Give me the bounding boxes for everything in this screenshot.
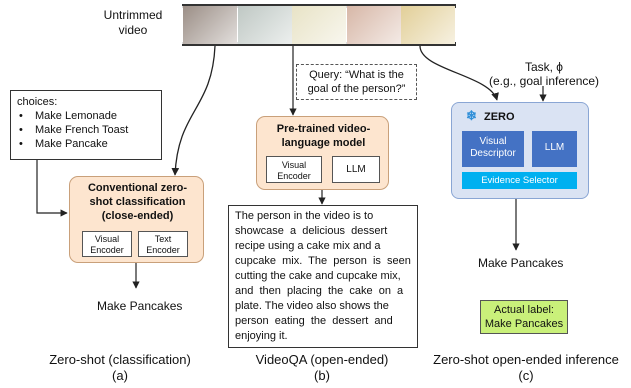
llm-box-c: LLM [532,131,577,167]
caption-b: VideoQA (open-ended) (b) [255,352,389,383]
video-language-model-box: Pre-trained video- language model Visual… [256,116,389,190]
answer-line: enjoying it. [235,330,288,342]
answer-line: cupcake mix. The person is seen [235,255,411,267]
answer-line: person eating the dessert and [235,315,393,327]
person-cooking-image [183,6,237,44]
answer-line: showcase a delicious dessert [235,225,388,237]
zero-title: ❄ ZERO [466,108,515,124]
arrow-video-to-zero [419,45,499,101]
caption-c: Zero-shot open-ended inference (c) [433,352,619,383]
snowflake-icon: ❄ [466,108,477,123]
zero-framework-box: ❄ ZERO Visual Descriptor LLM Evidence Se… [451,102,589,199]
visual-encoder-box-b: Visual Encoder [266,156,322,183]
video-label: Untrimmed video [103,8,163,37]
task-label: Task, ϕ (e.g., goal inference) [488,60,600,88]
batter-whisk-image [292,6,346,44]
zero-output: Make Pancakes [478,256,564,270]
answer-line: plate. The video also shows the [235,300,389,312]
answer-line: recipe using a cake mix and a [235,240,381,252]
classifier-output: Make Pancakes [97,299,183,313]
choices-box: choices: •Make Lemonade •Make French Toas… [10,90,162,160]
arrow-choices-to-classifier [36,160,68,217]
query-box: Query: “What is the goal of the person?” [296,64,417,100]
answer-line: The person in the video is to [235,210,374,222]
actual-label-box: Actual label: Make Pancakes [480,300,568,334]
evidence-selector-box: Evidence Selector [462,172,577,189]
pancake-pan-image [401,6,455,44]
caption-a: Zero-shot (classification) (a) [49,352,191,383]
strawberries-image [346,6,401,44]
choice-item: •Make Pancake [19,138,108,150]
conventional-classifier-box: Conventional zero- shot classification (… [69,176,204,263]
visual-encoder-box-a: Visual Encoder [82,231,132,257]
classifier-title: Conventional zero- shot classification (… [87,182,187,222]
llm-box-b: LLM [332,156,380,183]
choices-list: •Make Lemonade •Make French Toast •Make Pa… [17,109,155,151]
arrow-video-to-classifier [171,45,216,176]
video-language-model-title: Pre-trained video- language model [276,123,371,149]
answer-line: and then placing the cake on a [235,285,404,297]
choice-item: •Make French Toast [19,124,129,136]
visual-descriptor-box: Visual Descriptor [462,131,524,167]
choices-title: choices: [17,96,58,108]
whisk-bowl-image [237,6,292,44]
answer-line: cutting the cake and cupcake mix, [235,270,401,282]
answer-text-box: The person in the video is to showcase a … [228,205,418,348]
choice-item: •Make Lemonade [19,110,117,122]
video-frames [183,6,455,44]
text-encoder-box: Text Encoder [138,231,188,257]
